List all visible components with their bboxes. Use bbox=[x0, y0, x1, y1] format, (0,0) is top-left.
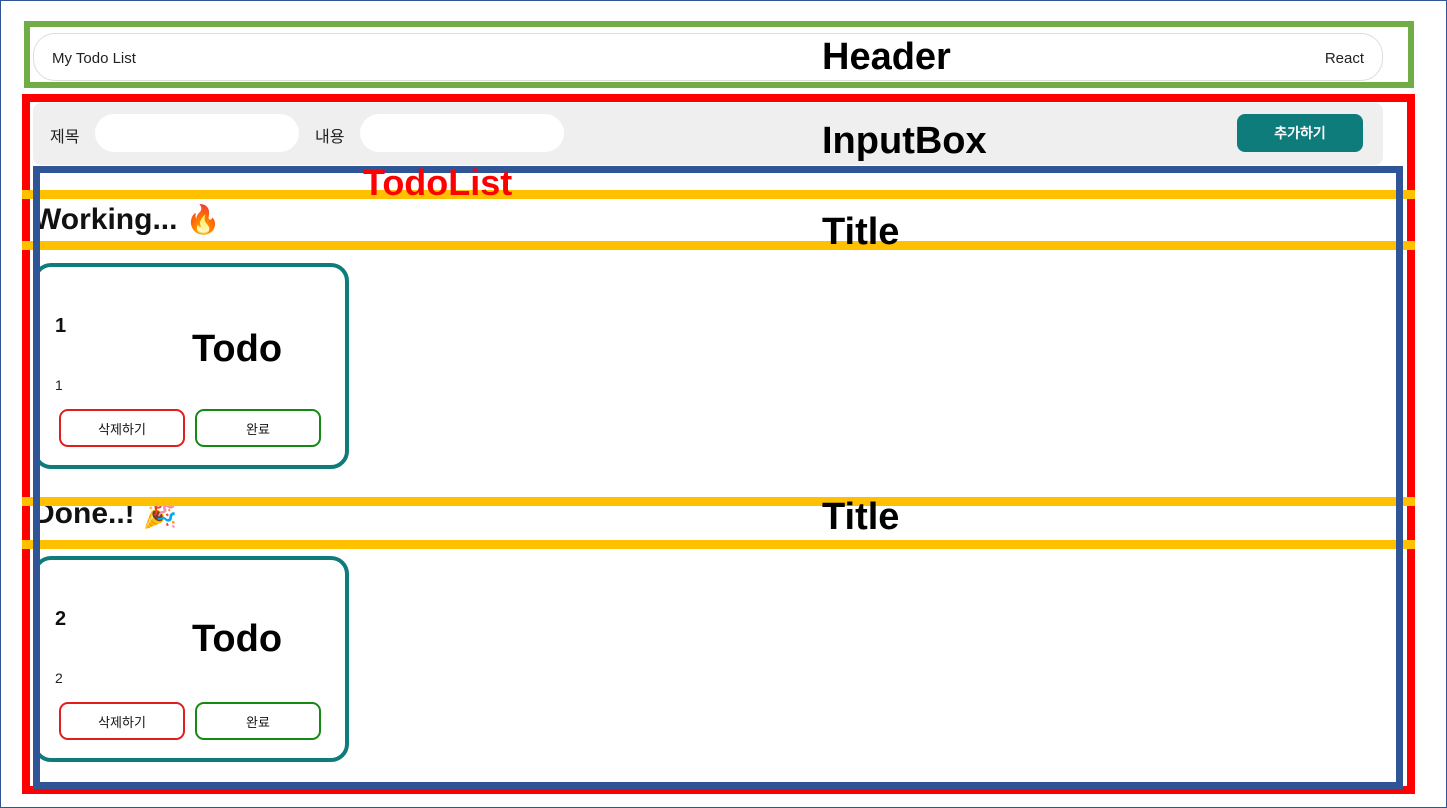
app-title: My Todo List bbox=[52, 50, 136, 67]
header-annotation-label: Header bbox=[822, 36, 951, 78]
todo-annotation-label: Todo bbox=[192, 328, 283, 370]
content-label: 내용 bbox=[315, 129, 345, 146]
title-label: 제목 bbox=[50, 129, 80, 146]
todo-title: 2 bbox=[55, 608, 67, 630]
inputbox-annotation-label: InputBox bbox=[822, 120, 987, 162]
working-title-text: Working... bbox=[33, 203, 178, 236]
add-button[interactable]: 추가하기 bbox=[1237, 114, 1363, 152]
delete-button[interactable]: 삭제하기 bbox=[59, 702, 185, 740]
done-title: Done..!🎉 bbox=[33, 497, 178, 531]
todo-body: 2 bbox=[55, 670, 63, 686]
title-input[interactable] bbox=[95, 114, 299, 152]
complete-button[interactable]: 완료 bbox=[195, 702, 321, 740]
delete-button[interactable]: 삭제하기 bbox=[59, 409, 185, 447]
party-popper-icon: 🎉 bbox=[142, 497, 178, 530]
complete-button[interactable]: 완료 bbox=[195, 409, 321, 447]
title-annotation-label: Title bbox=[822, 496, 900, 538]
todolist-annotation-label: TodoList bbox=[363, 162, 513, 203]
done-title-text: Done..! bbox=[33, 497, 135, 530]
framework-label: React bbox=[1324, 50, 1364, 67]
working-title: Working...🔥 bbox=[33, 203, 220, 237]
todo-card: 1 1 삭제하기 완료 bbox=[33, 263, 349, 469]
content-input[interactable] bbox=[360, 114, 564, 152]
todo-card: 2 2 삭제하기 완료 bbox=[33, 556, 349, 762]
fire-icon: 🔥 bbox=[185, 203, 221, 236]
app-header: My Todo List React bbox=[33, 33, 1383, 81]
todo-annotation-label: Todo bbox=[192, 618, 283, 660]
input-box: 제목 내용 추가하기 bbox=[33, 103, 1383, 165]
todo-title: 1 bbox=[55, 315, 67, 337]
title-annotation-label: Title bbox=[822, 211, 900, 253]
todo-body: 1 bbox=[55, 377, 63, 393]
